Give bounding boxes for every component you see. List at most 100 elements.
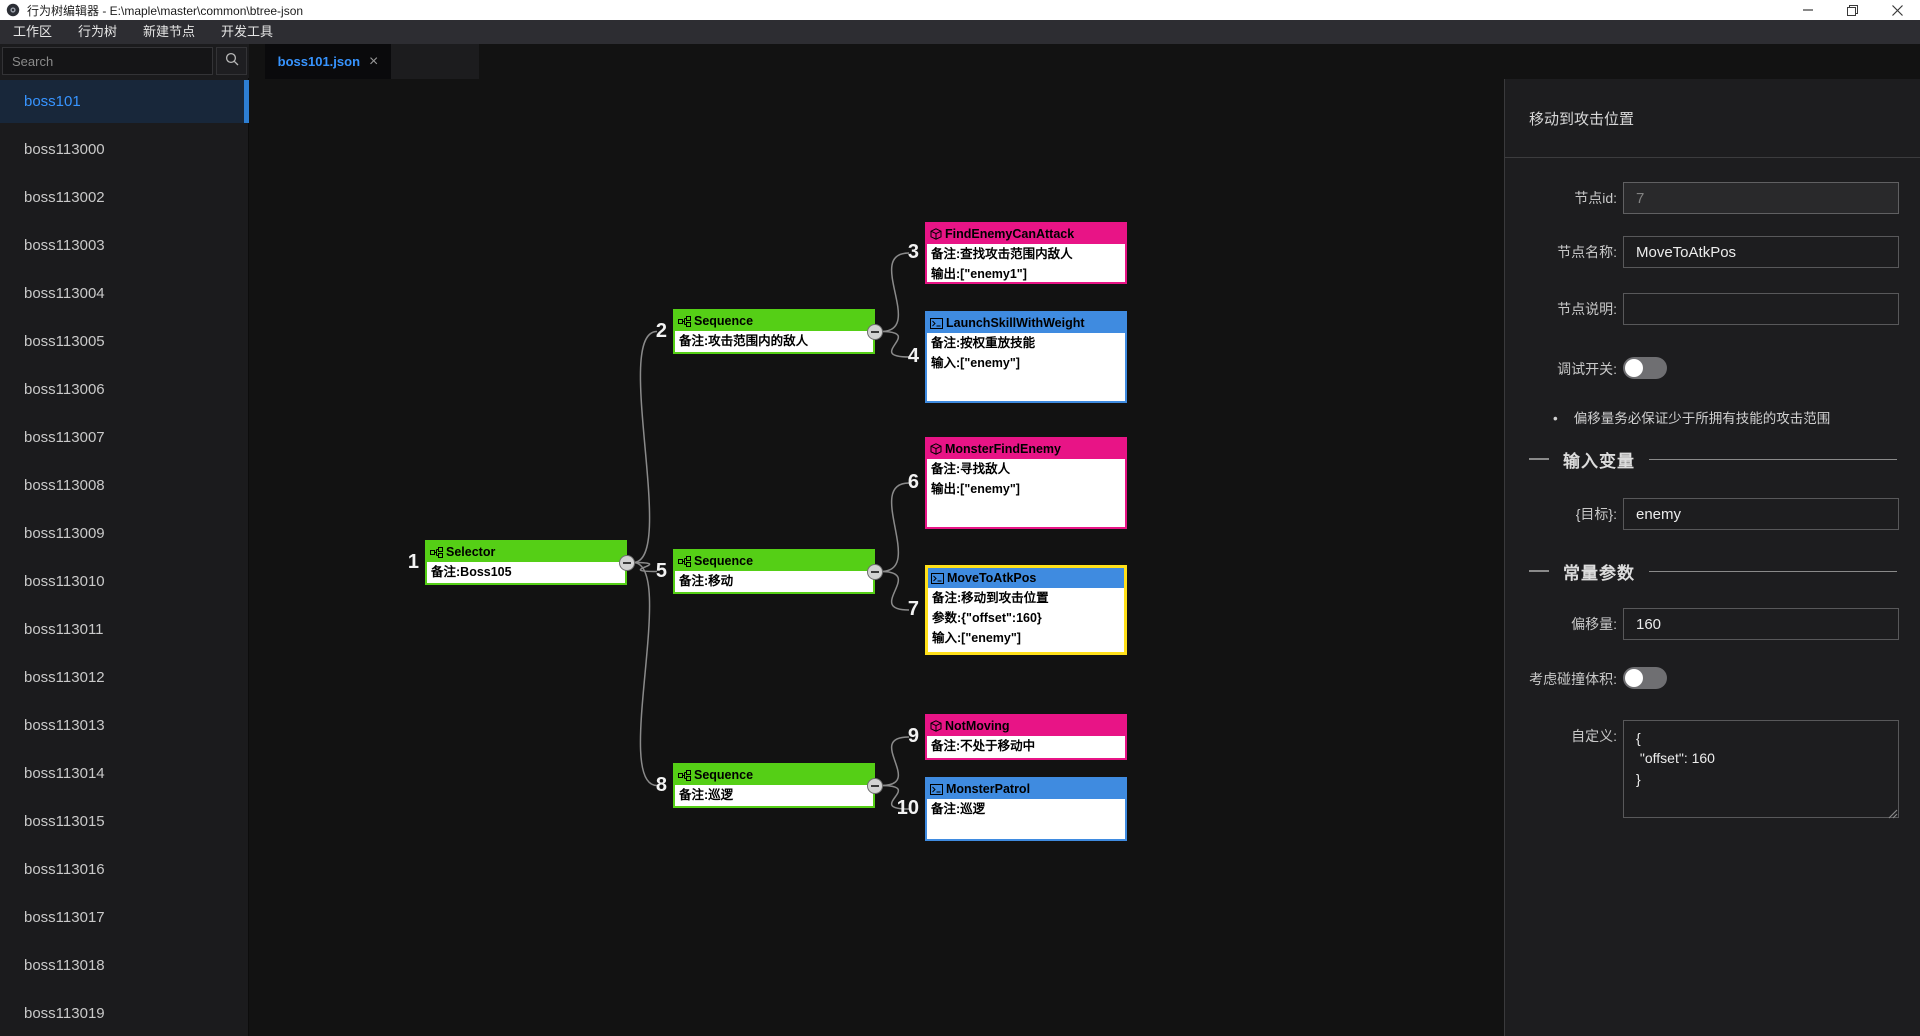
sidebar-item-boss113007[interactable]: boss113007 (24, 429, 105, 446)
tree-node-NotMoving[interactable]: NotMoving 备注:不处于移动中 (925, 714, 1127, 760)
sidebar-item-boss113016[interactable]: boss113016 (24, 861, 105, 878)
menu-behavior-tree[interactable]: 行为树 (78, 24, 118, 39)
node-note: 备注:不处于移动中 (931, 739, 1036, 753)
节点说明-input[interactable] (1623, 293, 1899, 325)
search-input[interactable] (2, 47, 213, 75)
偏移量-input[interactable] (1623, 608, 1899, 640)
field-label: 调试开关: (1557, 361, 1617, 377)
panel-title: 移动到攻击位置 (1529, 110, 1635, 128)
node-note: 输入:["enemy"] (932, 631, 1021, 645)
sidebar-item-boss113012[interactable]: boss113012 (24, 669, 105, 686)
sidebar-item-boss113002[interactable]: boss113002 (24, 189, 105, 206)
sidebar-item-boss113003[interactable]: boss113003 (24, 237, 105, 254)
node-note: 备注:巡逻 (931, 802, 986, 816)
node-header: Sequence (675, 311, 873, 331)
node-header: MonsterPatrol (927, 779, 1125, 799)
sidebar-item-boss113019[interactable]: boss113019 (24, 1005, 105, 1022)
node-header: Sequence (675, 765, 873, 785)
composite-icon (678, 769, 691, 781)
field-label: {目标}: (1575, 506, 1617, 522)
close-button[interactable] (1875, 0, 1920, 20)
tree-node-Sequence[interactable]: Sequence 备注:巡逻 (673, 763, 875, 808)
sidebar-item-boss113000[interactable]: boss113000 (24, 141, 105, 158)
node-note: 备注:寻找敌人 (931, 462, 1011, 476)
node-note: 备注:按权重放技能 (931, 336, 1036, 350)
sidebar-item-boss113006[interactable]: boss113006 (24, 381, 105, 398)
tab-boss101-json[interactable]: boss101.json × (265, 44, 391, 79)
调试开关-toggle[interactable] (1623, 357, 1667, 379)
toggle-knob (1625, 669, 1643, 687)
node-title: NotMoving (945, 719, 1010, 733)
search-icon (225, 52, 239, 71)
node-title: MonsterFindEnemy (945, 442, 1061, 456)
composite-icon (678, 315, 691, 327)
section-title: 常量参数 (1563, 563, 1635, 583)
node-output-port[interactable] (867, 563, 883, 580)
节点名称-input[interactable] (1623, 236, 1899, 268)
sidebar-item-boss113010[interactable]: boss113010 (24, 573, 105, 590)
sidebar-item-boss113018[interactable]: boss113018 (24, 957, 105, 974)
自定义-textarea[interactable] (1623, 720, 1899, 818)
node-title: Sequence (694, 314, 754, 328)
node-output-port[interactable] (867, 777, 883, 794)
section-rule (1649, 570, 1897, 572)
node-title: LaunchSkillWithWeight (946, 316, 1085, 330)
condition-icon (930, 228, 942, 240)
section-title: 输入变量 (1563, 451, 1635, 471)
menu-dev-tools[interactable]: 开发工具 (221, 24, 274, 39)
field-label: 节点id: (1574, 190, 1617, 206)
menu-workspace[interactable]: 工作区 (13, 24, 53, 39)
sidebar-item-boss101[interactable]: boss101 (0, 80, 249, 123)
tree-node-Sequence[interactable]: Sequence 备注:移动 (673, 549, 875, 594)
sidebar-item-boss113011[interactable]: boss113011 (24, 621, 104, 638)
hint-text: 偏移量务必保证少于所拥有技能的攻击范围 (1573, 411, 1831, 426)
node-header: Sequence (675, 551, 873, 571)
tab-close-icon[interactable]: × (369, 52, 379, 70)
node-number: 4 (907, 345, 919, 367)
node-note: 备注:移动到攻击位置 (932, 591, 1049, 605)
node-note: 备注:巡逻 (679, 788, 734, 802)
search-button[interactable] (216, 47, 247, 75)
section-dash (1529, 570, 1549, 572)
composite-icon (430, 546, 443, 558)
node-number: 6 (907, 471, 919, 493)
sidebar: boss101 boss113000 boss113002 boss113003 bos… (0, 44, 249, 1036)
sidebar-item-boss113015[interactable]: boss113015 (24, 813, 105, 830)
section-header-输入变量: 输入变量 (1529, 444, 1897, 474)
tree-node-MonsterPatrol[interactable]: MonsterPatrol 备注:巡逻 (925, 777, 1127, 841)
node-number: 10 (896, 797, 919, 819)
sidebar-item-boss113013[interactable]: boss113013 (24, 717, 105, 734)
menu-new-node[interactable]: 新建节点 (143, 24, 196, 39)
sidebar-item-boss113014[interactable]: boss113014 (24, 765, 105, 782)
node-title: FindEnemyCanAttack (945, 227, 1075, 241)
sidebar-item-boss113005[interactable]: boss113005 (24, 333, 105, 350)
sidebar-item-boss113017[interactable]: boss113017 (24, 909, 105, 926)
node-output-port[interactable] (619, 554, 635, 571)
properties-panel: 移动到攻击位置 节点id:节点名称:节点说明:调试开关:•偏移量务必保证少于所拥… (1504, 79, 1920, 1036)
sidebar-item-boss113004[interactable]: boss113004 (24, 285, 105, 302)
condition-icon (930, 720, 942, 732)
node-number: 9 (907, 725, 919, 747)
restore-button[interactable] (1830, 0, 1875, 20)
action-icon (931, 572, 944, 584)
node-note: 备注:移动 (679, 574, 734, 588)
节点id-input (1623, 182, 1899, 214)
search-row (0, 44, 249, 78)
node-output-port[interactable] (867, 323, 883, 340)
目标-input[interactable] (1623, 498, 1899, 530)
考虑碰撞体积-toggle[interactable] (1623, 667, 1667, 689)
minimize-button[interactable] (1785, 0, 1830, 20)
node-number: 2 (655, 319, 667, 342)
node-number: 1 (407, 550, 419, 573)
title-bar: 行为树编辑器 - E:\maple\master\common\btree-js… (0, 0, 1920, 20)
sidebar-item-boss113009[interactable]: boss113009 (24, 525, 105, 542)
action-icon (930, 783, 943, 795)
sidebar-item-boss113008[interactable]: boss113008 (24, 477, 105, 494)
